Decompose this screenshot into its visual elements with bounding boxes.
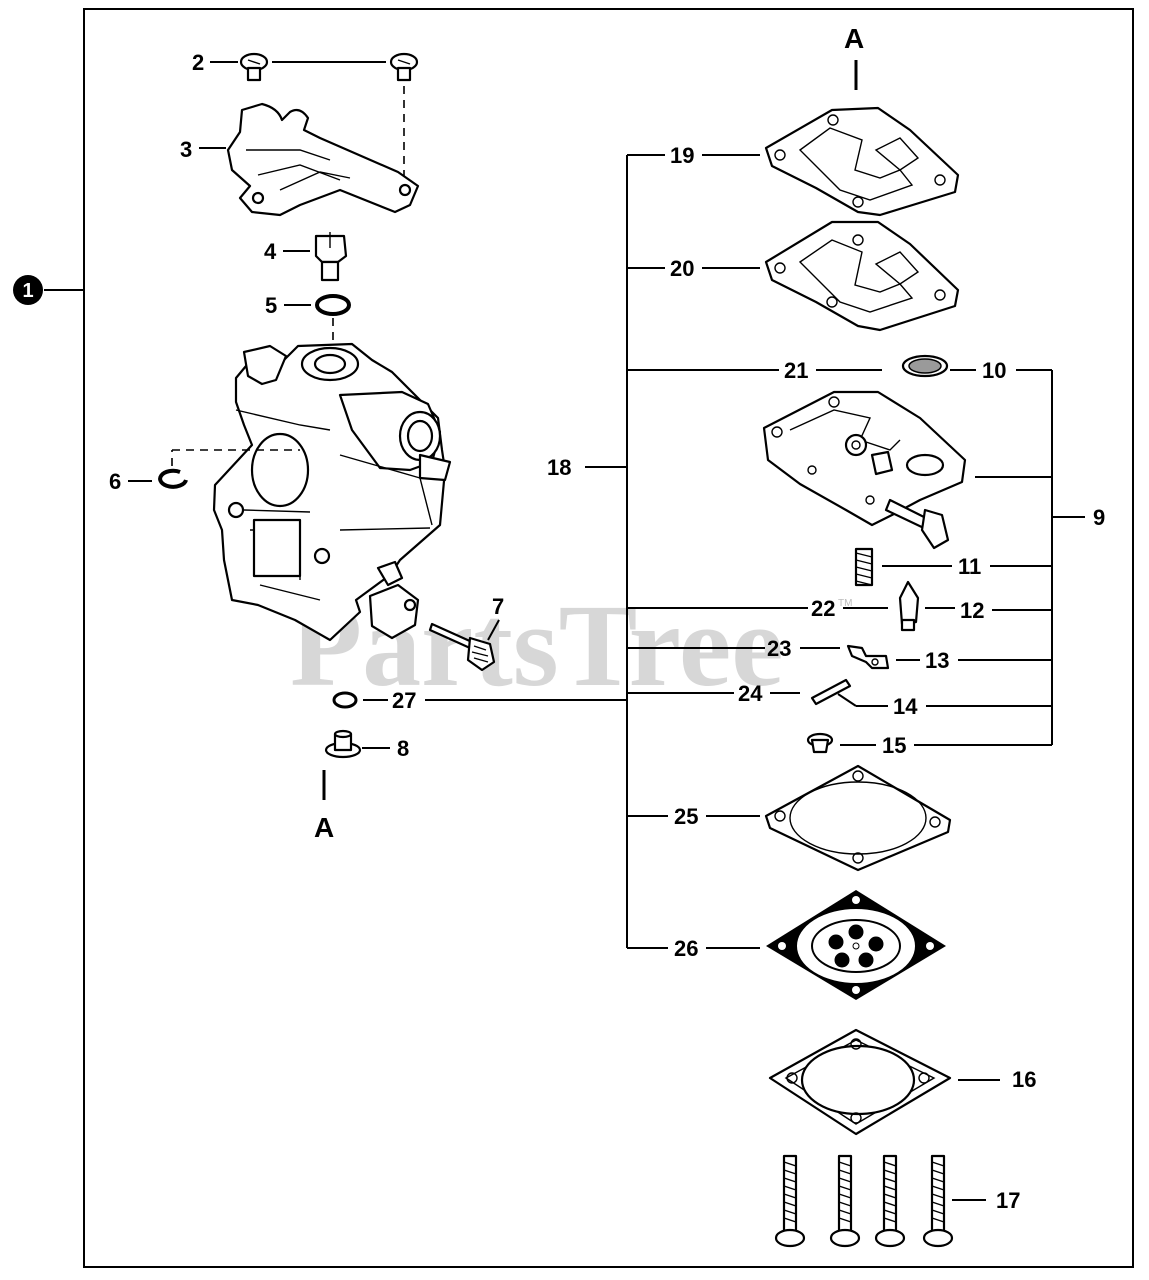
part-label-3: 3: [180, 137, 192, 162]
bolt: [829, 1154, 861, 1248]
part-9-pump-body[interactable]: [762, 390, 1052, 550]
watermark: PartsTree: [290, 580, 784, 711]
part-label-18: 18: [547, 455, 571, 480]
part-6-clip[interactable]: 6: [109, 449, 300, 494]
part-19-gasket[interactable]: 19: [670, 106, 960, 217]
part-label-5: 5: [265, 293, 277, 318]
part-20-gasket[interactable]: 20: [670, 220, 960, 332]
part-label-12: 12: [960, 598, 984, 623]
part-22-needle[interactable]: 22 12: [811, 580, 1052, 632]
part-label-17: 17: [996, 1188, 1020, 1213]
bolt: [922, 1154, 954, 1248]
part-8-plug[interactable]: 8: [324, 729, 409, 761]
part-label-25: 25: [674, 804, 698, 829]
part-23-lever[interactable]: 23 13: [767, 636, 1052, 673]
kit-bracket-18[interactable]: 18: [547, 154, 808, 949]
part-11-spring[interactable]: 11: [854, 547, 1052, 587]
part-label-4: 4: [264, 239, 277, 264]
part-24-pin[interactable]: 24 14: [738, 678, 1052, 719]
part-26-diaphragm[interactable]: 26: [674, 890, 946, 1000]
diagram-frame: [83, 8, 1134, 1268]
connector-label-bottom: A: [314, 812, 334, 843]
part-label-11: 11: [958, 554, 981, 579]
part-label-20: 20: [670, 256, 694, 281]
part-label-15: 15: [882, 733, 906, 758]
part-label-24: 24: [738, 681, 763, 706]
part-label-23: 23: [767, 636, 791, 661]
part-label-8: 8: [397, 736, 409, 761]
part-label-10: 10: [982, 358, 1006, 383]
part-label-7: 7: [492, 594, 504, 619]
connector-label-top: A: [844, 23, 864, 54]
part-21-screen[interactable]: 21 10: [784, 354, 1006, 383]
connector-a-top[interactable]: A: [844, 23, 864, 90]
part-2-screws[interactable]: 2: [192, 50, 419, 180]
part-label-16: 16: [1012, 1067, 1036, 1092]
part-label-9: 9: [1093, 505, 1105, 530]
part-3-bracket[interactable]: 3: [180, 102, 420, 217]
part-27-o-ring[interactable]: 27: [332, 688, 627, 713]
assembly-callout-1[interactable]: 1: [13, 275, 84, 305]
part-label-22: 22: [811, 596, 835, 621]
connector-a-bottom[interactable]: A: [314, 770, 334, 843]
part-17-bolts[interactable]: 17: [774, 1154, 1020, 1248]
part-4-adjust-screw[interactable]: 4: [264, 232, 348, 282]
bolt: [874, 1154, 906, 1248]
part-label-26: 26: [674, 936, 698, 961]
kit-bracket-9[interactable]: 9: [1016, 369, 1105, 745]
part-label-6: 6: [109, 469, 121, 494]
part-label-19: 19: [670, 143, 694, 168]
part-label-21: 21: [784, 358, 808, 383]
part-label-27: 27: [392, 688, 416, 713]
bolt: [774, 1154, 806, 1248]
part-25-gasket[interactable]: 25: [674, 764, 952, 872]
carburetor-body[interactable]: [212, 342, 452, 642]
part-label-14: 14: [893, 694, 918, 719]
part-16-cover-gasket[interactable]: 16: [768, 1028, 1036, 1136]
part-label-2: 2: [192, 50, 204, 75]
part-7-needle[interactable]: 7: [428, 594, 504, 672]
part-label-13: 13: [925, 648, 949, 673]
watermark-trademark: TM: [838, 598, 852, 609]
part-15-screw[interactable]: 15: [806, 732, 1052, 758]
assembly-number: 1: [22, 280, 33, 302]
